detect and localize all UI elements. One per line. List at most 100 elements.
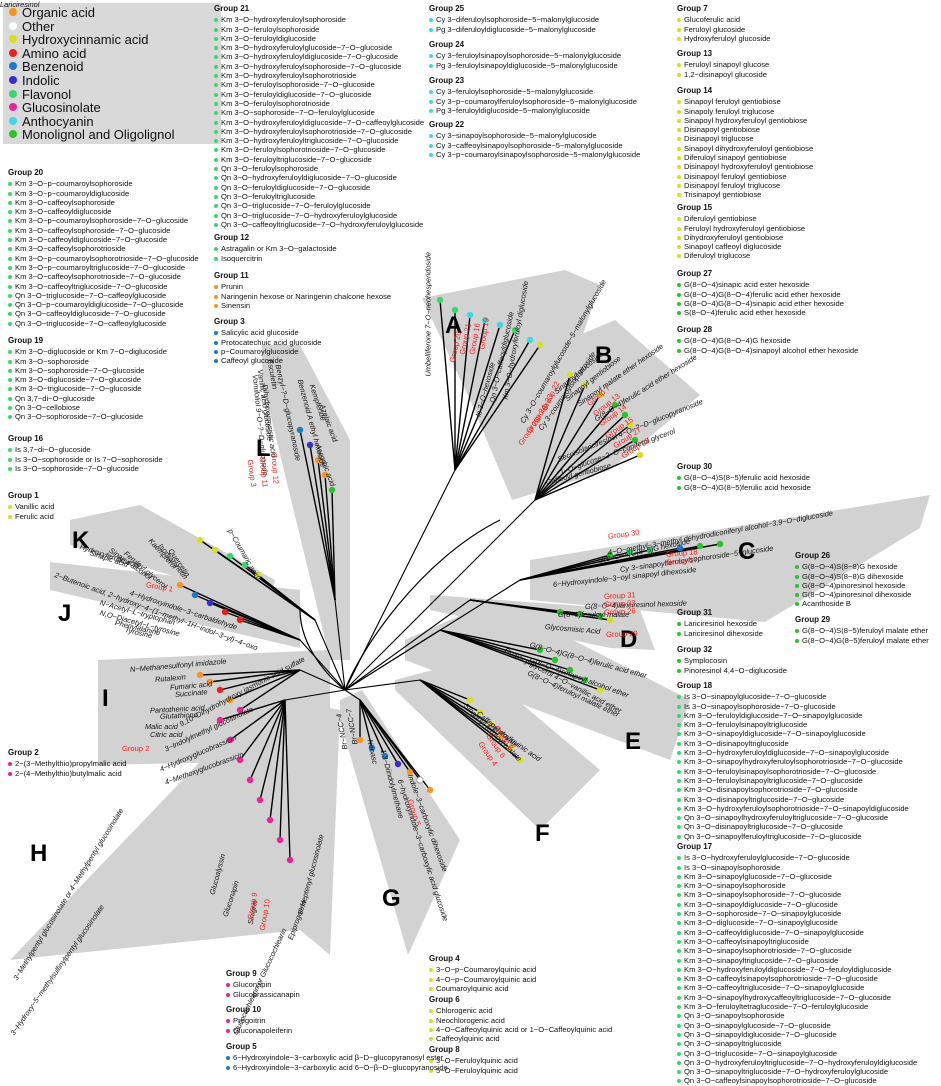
compound-name: Km 3−O−p−coumaroylsophorotrioside−7−O−gl… <box>15 253 199 263</box>
compound-name: Protocatechuic acid glucoside <box>221 337 322 347</box>
group-item: S(8−O−4)ferulic acid ether hexoside <box>677 308 844 317</box>
compound-name: Qn 3−O−hydroxyferuloyldiglucoside−7−O−gl… <box>221 173 397 183</box>
tip-dot-j-3 <box>221 608 229 616</box>
compound-name: Km 3−O−caffeoylsinapoylsophorotrioside−7… <box>684 974 878 984</box>
class-dot <box>8 284 12 289</box>
group-title: Group 11 <box>214 271 249 280</box>
class-dot <box>214 18 218 23</box>
class-dot <box>677 36 681 41</box>
tip-dot-e-4 <box>596 686 604 694</box>
group-item: 2−(4−Methylthio)butylmalic acid <box>8 769 126 778</box>
tip-dot-h-0 <box>216 716 224 724</box>
compound-name: Cy 3−diferuloylsophoroside−5−malonylgluc… <box>436 15 600 25</box>
group-item: Km 3−O−disinapoyltriglucoside−7−O−glucos… <box>677 795 909 804</box>
tip-dot-b-2 <box>596 391 604 399</box>
compound-name: Hydroxyferuloyl glucoside <box>684 33 771 43</box>
compound-name: Caffeoyl glucoside <box>221 356 283 366</box>
class-dot <box>214 120 218 125</box>
class-dot <box>677 732 681 737</box>
leaf-branch-a-7 <box>454 344 541 471</box>
class-dot <box>8 762 12 767</box>
compound-name: Km 3−O−sinapoylhydroxyferuloylsophorotri… <box>684 757 903 767</box>
class-dot <box>8 448 12 453</box>
legend-dot <box>9 76 17 84</box>
group-item: Sinapoyl dihydroxyferuloyl gentiobiose <box>677 144 813 153</box>
group-item: Pg 3−feruloyldiglucoside−5−malonylglucos… <box>429 106 637 115</box>
compound-name: Qn 3−O−feruloylsophoroside <box>221 164 319 174</box>
class-dot <box>8 505 12 510</box>
class-dot <box>677 100 681 105</box>
compound-name: Km 3−O−feruloylsinapoylsophorotrioside−7… <box>684 766 877 776</box>
group-item: Gluconapoleiferin <box>226 1026 292 1035</box>
compound-name: G(8−O−4)S(8−5)feruloyl malate ether <box>802 626 928 636</box>
tip-dot-i-0 <box>196 671 204 679</box>
tip-dot-c-4 <box>696 542 704 550</box>
legend-label: Other <box>22 18 55 34</box>
class-dot <box>677 856 681 861</box>
group-item: Vanillic acid <box>8 502 55 511</box>
clade-panel-l <box>262 345 350 660</box>
class-dot <box>795 602 799 607</box>
class-dot <box>677 825 681 830</box>
group-item: Km 3−O−sinapoylhydroxycaffeoyltriglucosi… <box>677 993 917 1002</box>
class-dot <box>677 245 681 250</box>
class-dot <box>214 129 218 134</box>
legend-entry: Flavonol <box>9 87 71 102</box>
group-item: Km 3−O−hydroxyferuloyltriglucoside−7−O−g… <box>214 136 424 145</box>
compound-name: Lariciresinol dihexoside <box>684 628 763 638</box>
branch-to-clade-i <box>299 669 346 691</box>
compound-name: Qn 3−O−sinapoylsophoroside <box>684 1011 785 1021</box>
leaf-branch-k-4 <box>257 574 316 621</box>
compound-name: Km 3−O−feruloylsophorotrioside <box>221 98 330 108</box>
leaf-branch-b-1 <box>534 384 586 501</box>
class-dot <box>226 992 230 997</box>
group-item: Qn 3−O−hydroxyferuloyldiglucoside−7−O−gl… <box>214 173 424 182</box>
class-dot <box>214 331 218 336</box>
group-item: Km 3−O−feruloyldiglucoside−7−O−sinapoylg… <box>677 711 909 720</box>
class-dot <box>429 1018 433 1023</box>
class-dot <box>677 893 681 898</box>
leaf-branch-h-6 <box>279 699 286 841</box>
group-item: Km 3−O−caffeoyltriglucoside−7−O−glucosid… <box>8 282 199 291</box>
class-dot <box>677 713 681 718</box>
class-dot <box>677 1005 681 1010</box>
leaf-branch-e-1 <box>439 629 556 661</box>
group-item: Km 3−O−feruloyldiglucoside <box>214 34 424 43</box>
group-item: Hydroxyferuloyl glucoside <box>677 34 771 43</box>
tip-dot-e-1 <box>551 656 559 664</box>
tip-dot-j-2 <box>206 599 214 607</box>
class-dot <box>677 217 681 222</box>
group-item: 5−O−Feruloylquinic acid <box>429 1066 518 1075</box>
class-dot <box>677 1042 681 1047</box>
compound-name: Qn 3,7−di−O−glucoside <box>15 393 96 403</box>
group-item: Qn 3−O−triglucoside−7−O−caffeoylglucosid… <box>8 291 199 300</box>
tip-dot-i-4 <box>236 706 244 714</box>
tip-dot-l-1 <box>306 441 314 449</box>
compound-name: Is 3−O−sinapoylsophoroside <box>684 862 781 872</box>
compound-name: Km 3−O−p−coumaroyldiglucoside <box>15 188 130 198</box>
compound-name: Km 3−O−hydroxyferuloyldiglucoside−7−O−si… <box>684 748 889 758</box>
leaf-branch-b-6 <box>534 439 636 501</box>
class-dot <box>8 396 12 401</box>
clade-panel-c <box>530 495 930 622</box>
class-dot <box>677 695 681 700</box>
compound-name: Km 3−O−triglucoside−7−O−glucoside <box>15 384 142 394</box>
tip-dot-k-0 <box>196 536 204 544</box>
group-item: Km 3−O−feruloylsinapoylsophorotrioside−7… <box>677 767 909 776</box>
group-item: Cy 3−p−coumaroylsinapoylsophoroside−5−ma… <box>429 150 640 159</box>
group-item: Lariciresinol dihexoside <box>677 629 763 638</box>
compound-name: Qn 3−O−p−coumaroyldiglucoside−7−O−glucos… <box>15 300 184 310</box>
compound-name: Km 3−O−caffeoylsophoroside−7−O−glucoside <box>15 225 171 235</box>
legend-label: Hydroxycinnamic acid <box>22 32 149 48</box>
class-dot <box>677 339 681 344</box>
compound-name: Km 3−O−caffeoyltriglucoside−7−O−sinapoyl… <box>684 983 865 993</box>
compound-name: Km 3−O−hydroxyferuloylsophorotrioside−7−… <box>221 126 413 136</box>
compound-name: Qn 3−O−sinapoyltriglucoside−7−O−hydroxyf… <box>684 1067 889 1077</box>
leaf-branch-i-0 <box>199 669 301 676</box>
class-dot <box>677 704 681 709</box>
